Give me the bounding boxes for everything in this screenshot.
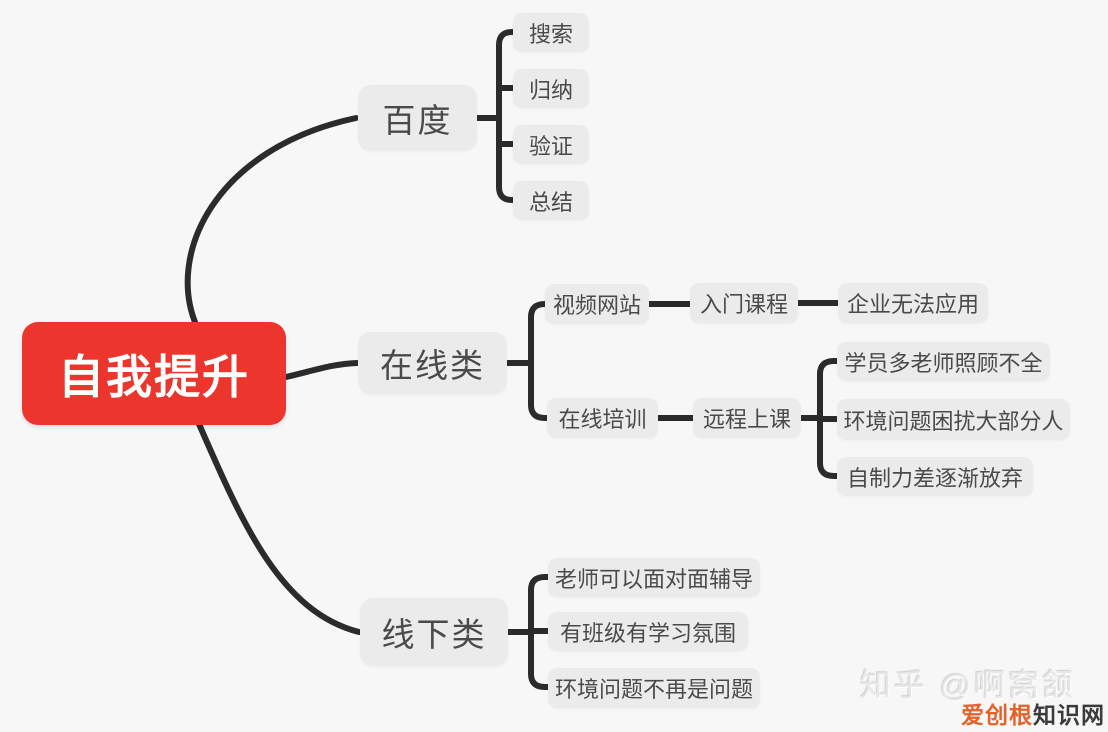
edge-baidu-trunk bbox=[496, 29, 518, 203]
zhihu-watermark: 知乎 @啊窝颔 bbox=[860, 668, 1077, 703]
node-remote-class: 远程上课 bbox=[693, 398, 801, 438]
edge-online-trunk bbox=[528, 301, 551, 421]
node-poor-self-discipline-give-up: 自制力差逐渐放弃 bbox=[837, 457, 1033, 496]
node-conclude: 总结 bbox=[513, 181, 589, 220]
node-online-category: 在线类 bbox=[358, 332, 507, 394]
node-many-students-limited-attention: 学员多老师照顾不全 bbox=[837, 342, 1050, 381]
edge-root-offline bbox=[196, 421, 362, 635]
node-face-to-face-tutoring: 老师可以面对面辅导 bbox=[548, 558, 760, 597]
site-watermark-suffix: 知识网 bbox=[1033, 702, 1105, 728]
node-verify: 验证 bbox=[513, 125, 589, 164]
node-baidu: 百度 bbox=[358, 85, 477, 151]
node-root: 自我提升 bbox=[22, 322, 286, 425]
edge-root-online bbox=[283, 360, 360, 380]
node-enterprise-cannot-apply: 企业无法应用 bbox=[838, 283, 988, 323]
node-intro-course: 入门课程 bbox=[690, 283, 798, 323]
node-induce: 归纳 bbox=[513, 69, 589, 108]
node-video-sites: 视频网站 bbox=[545, 284, 649, 324]
node-class-learning-atmosphere: 有班级有学习氛围 bbox=[548, 612, 748, 651]
node-search: 搜索 bbox=[513, 13, 589, 52]
site-watermark-brand: 爱创根 bbox=[961, 702, 1033, 728]
node-environment-troubles-most: 环境问题困扰大部分人 bbox=[837, 399, 1070, 440]
node-offline-category: 线下类 bbox=[360, 598, 508, 666]
node-environment-no-longer-problem: 环境问题不再是问题 bbox=[548, 668, 760, 708]
edge-root-baidu bbox=[184, 115, 359, 330]
site-watermark: 爱创根知识网 bbox=[961, 696, 1105, 730]
node-online-training: 在线培训 bbox=[547, 398, 658, 438]
